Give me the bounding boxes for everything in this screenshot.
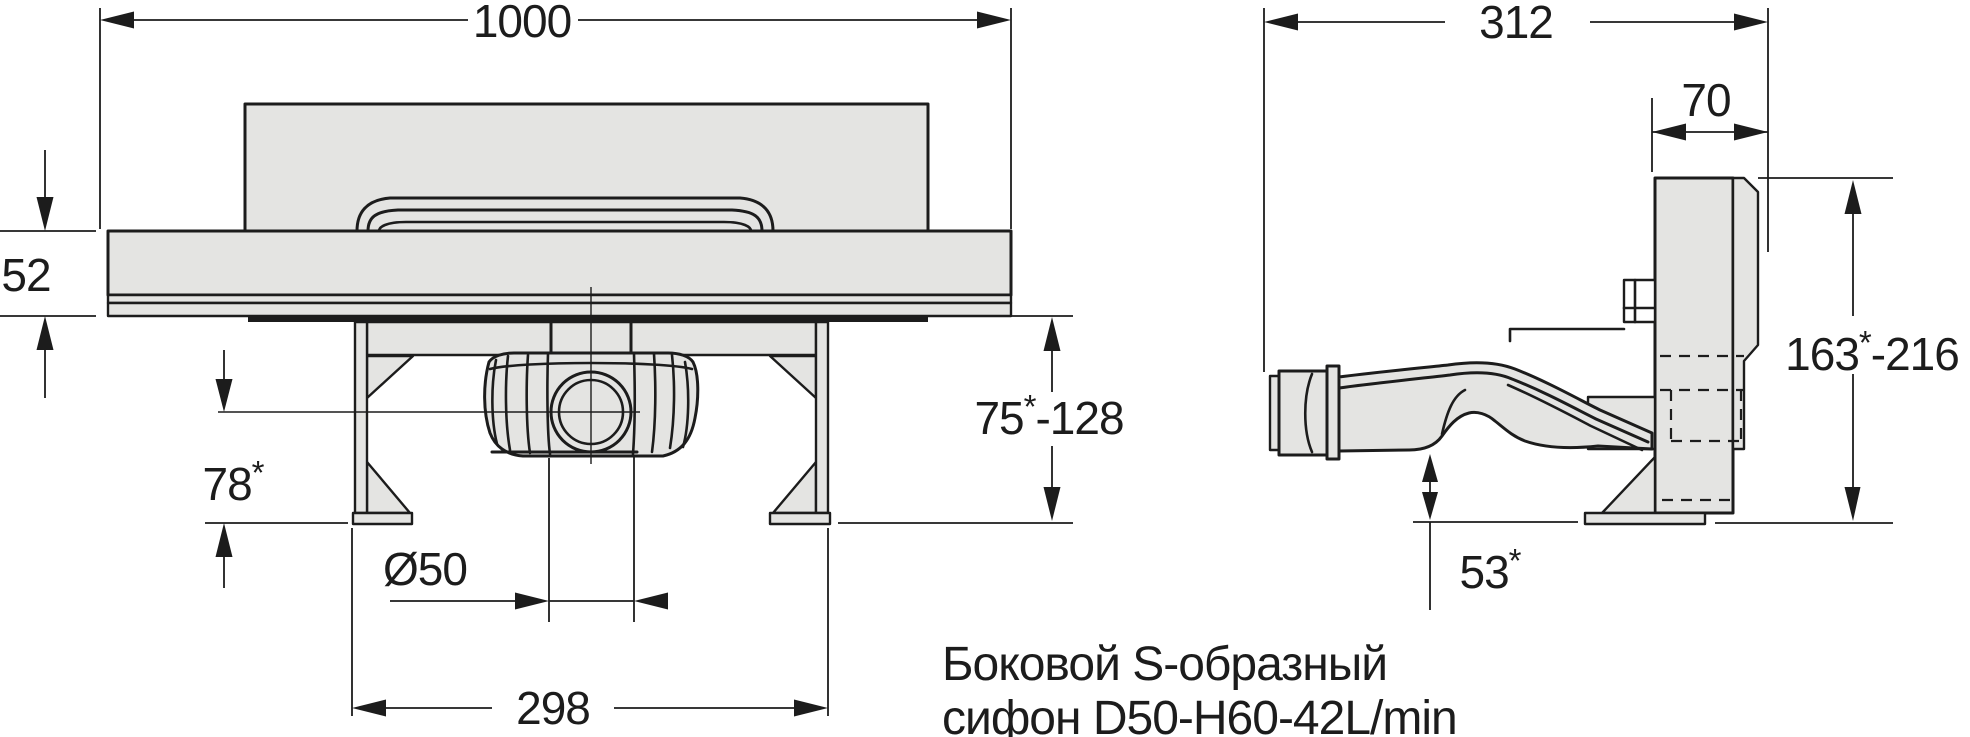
channel-base-strip bbox=[106, 301, 1013, 318]
outlet-socket bbox=[1277, 369, 1329, 457]
dim-depth: 312 bbox=[1263, 0, 1769, 372]
caption: Боковой S-образный сифон D50-H60-42L/min bbox=[942, 638, 1458, 737]
left-foot bbox=[351, 511, 414, 526]
dim-trap-center-depth: 78* bbox=[202, 350, 348, 588]
dim-total-height: 163*-216 bbox=[1715, 177, 1960, 524]
right-leg-assembly bbox=[768, 320, 832, 526]
grate-clip bbox=[1508, 278, 1657, 343]
socket-ring bbox=[1325, 364, 1341, 461]
side-channel-body bbox=[1653, 176, 1735, 515]
dim-width-label: 1000 bbox=[473, 0, 571, 47]
dim-depth-label: 312 bbox=[1479, 0, 1553, 48]
side-foot bbox=[1583, 511, 1707, 526]
panel-arch-lines bbox=[355, 196, 775, 233]
dim-trap-clearance-label: 53* bbox=[1459, 542, 1521, 598]
drain-trap bbox=[218, 287, 700, 464]
right-lower-gusset bbox=[771, 460, 818, 515]
caption-line-2: сифон D50-H60-42L/min bbox=[942, 692, 1457, 737]
side-view: 312 70 163*-216 53* bbox=[1263, 0, 1960, 610]
dim-trap-clearance: 53* bbox=[1413, 454, 1578, 610]
left-upper-gusset bbox=[365, 354, 415, 400]
dim-height: 52 bbox=[0, 150, 96, 398]
pipe-body bbox=[1337, 361, 1654, 453]
dim-feet-span-label: 298 bbox=[516, 682, 590, 734]
back-panel bbox=[243, 102, 930, 233]
left-leg bbox=[353, 320, 369, 515]
dim-outlet-diameter: Ø50 bbox=[383, 456, 668, 622]
dim-flange-depth-label: 70 bbox=[1681, 74, 1730, 126]
right-upper-gusset bbox=[768, 354, 818, 400]
clip-wire bbox=[1508, 327, 1626, 343]
dim-outlet-diameter-label: Ø50 bbox=[383, 543, 467, 595]
side-gusset bbox=[1600, 455, 1657, 515]
dim-total-height-label: 163*-216 bbox=[1785, 324, 1959, 380]
dim-height-label: 52 bbox=[1, 249, 50, 301]
trap-ribs bbox=[491, 352, 690, 456]
channel-underside-edge bbox=[248, 316, 928, 322]
dim-flange-depth: 70 bbox=[1651, 74, 1768, 172]
right-foot bbox=[768, 511, 832, 526]
channel-top-profile bbox=[106, 229, 1013, 297]
s-trap-pipe bbox=[1268, 361, 1654, 461]
hidden-lines bbox=[1660, 354, 1744, 502]
left-leg-assembly bbox=[351, 320, 415, 526]
right-leg bbox=[814, 320, 830, 515]
left-lower-gusset bbox=[365, 460, 412, 515]
dim-trap-center-depth-label: 78* bbox=[202, 454, 264, 510]
dim-width: 1000 bbox=[99, 0, 1012, 229]
dim-mounting-height-label: 75*-128 bbox=[974, 388, 1123, 444]
caption-line-1: Боковой S-образный bbox=[942, 638, 1387, 691]
channel-body bbox=[106, 229, 1013, 357]
dim-mounting-height: 75*-128 bbox=[838, 315, 1125, 524]
front-view: 1000 52 78* Ø50 bbox=[0, 0, 1125, 734]
wall-flange-plate bbox=[1731, 176, 1760, 451]
dim-feet-span: 298 bbox=[351, 528, 829, 734]
